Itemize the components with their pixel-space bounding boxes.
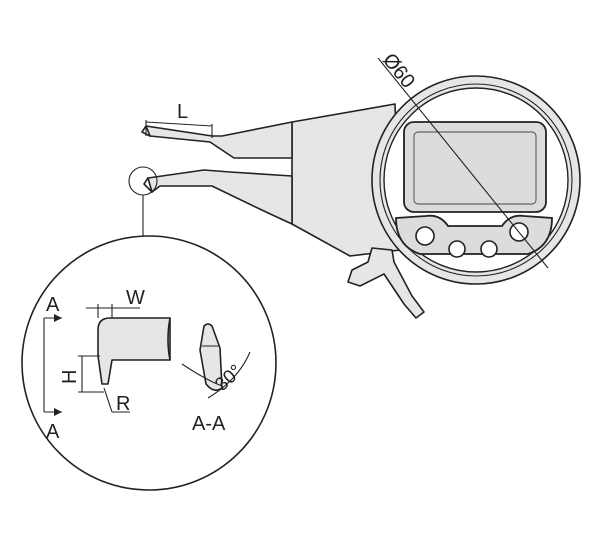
upper-arm-tip [141,125,151,137]
label-diameter: Ø60 [378,49,419,92]
measuring-arms [128,121,293,236]
label-length: L [177,101,188,123]
label-section-bottom: A [46,421,60,443]
detail-view: W H R A A 30° A-A [21,235,277,491]
label-width: W [126,287,145,309]
button-2 [448,240,466,258]
upper-arm [145,121,293,159]
label-radius: R [116,393,130,415]
label-height: H [59,370,81,384]
section-arrowhead-bottom [54,408,62,416]
diameter-leader-line [377,57,549,269]
button-3 [480,240,498,258]
lever-handle [347,247,425,319]
angle-line-2 [207,351,251,399]
button-1 [415,226,435,246]
lower-arm [147,169,293,225]
lcd-screen-inner [413,131,537,205]
tip-break-line [167,317,171,361]
detail-circle [21,235,277,491]
lcd-screen [403,121,547,213]
enlarged-tip [97,317,171,385]
r-leader-line [103,387,113,413]
dial-inner-ring [379,83,573,277]
label-section-name: A-A [192,413,226,435]
label-section-top: A [46,294,60,316]
l-dimension-line [145,121,213,127]
section-arrowhead-top [54,314,62,322]
dimension-l: L [145,101,213,138]
lower-arm-tip [143,177,153,193]
gauge-body [291,75,581,319]
angle-line-1 [181,363,223,387]
